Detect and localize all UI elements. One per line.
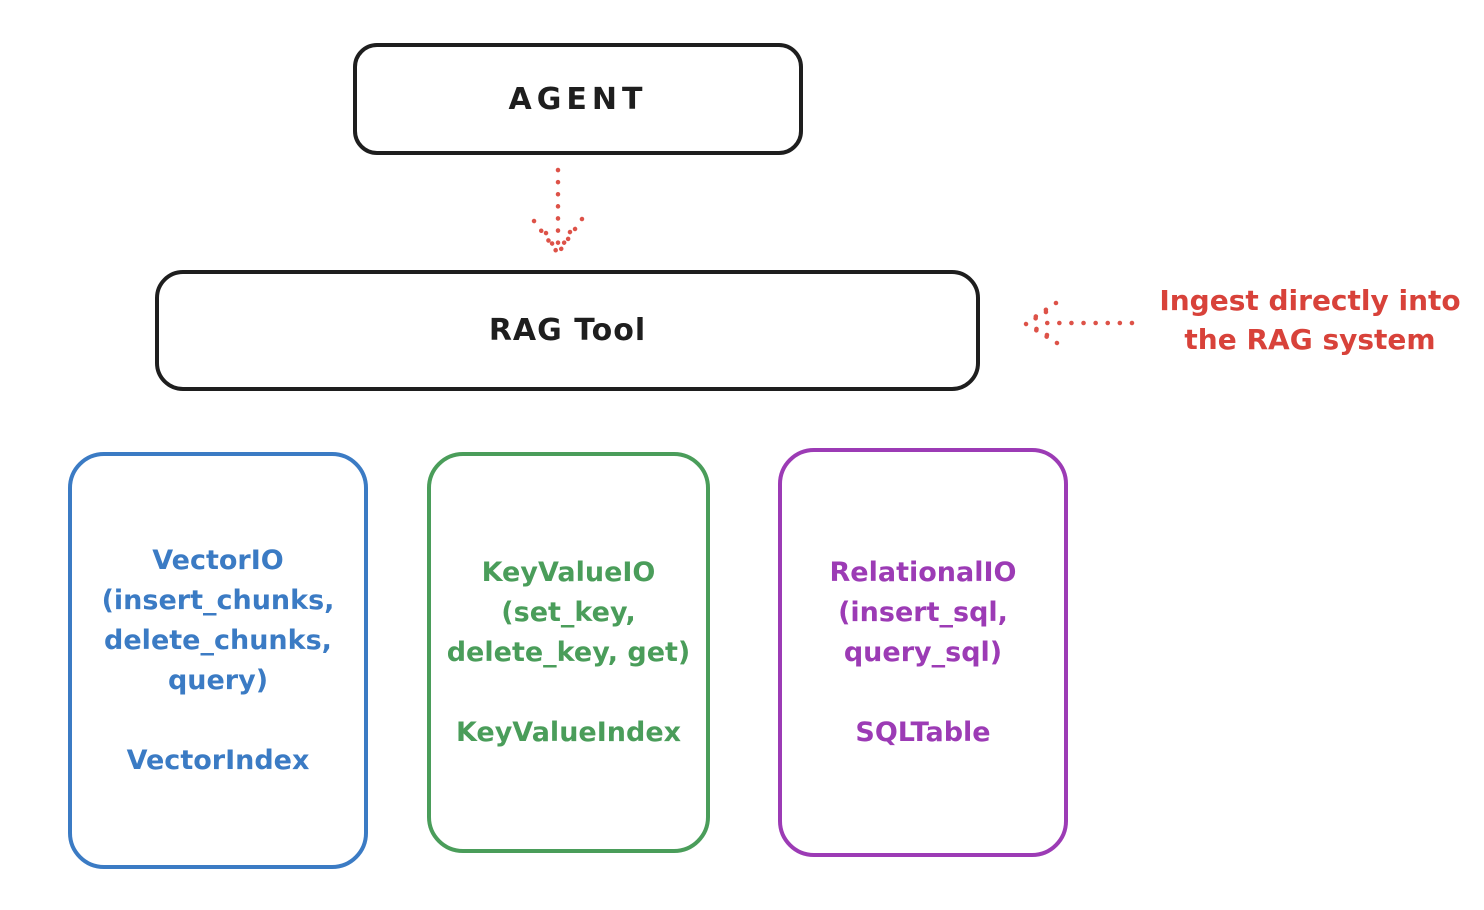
vector-io-line: query)	[167, 664, 269, 696]
vector-io-line: (insert_chunks,	[101, 584, 335, 616]
vector-index-label: VectorIndex	[126, 744, 310, 776]
agent-node: AGENT	[353, 43, 803, 155]
vector-io-box: VectorIO (insert_chunks, delete_chunks, …	[68, 452, 368, 869]
agent-node-label: AGENT	[508, 81, 648, 117]
keyvalue-io-line: (set_key,	[501, 596, 636, 628]
relational-io-line: query_sql)	[843, 636, 1003, 668]
relational-io-box: RelationalIO (insert_sql, query_sql) SQL…	[778, 448, 1068, 857]
ingest-annotation-line1: Ingest directly into	[1159, 284, 1461, 317]
keyvalue-io-box: KeyValueIO (set_key, delete_key, get) Ke…	[427, 452, 710, 853]
dotted-arrow-down-icon	[531, 167, 585, 255]
ingest-annotation-line2: the RAG system	[1184, 323, 1436, 356]
relational-io-line: RelationalIO	[829, 556, 1017, 588]
ingest-annotation: Ingest directly into the RAG system	[1140, 281, 1480, 359]
rag-tool-node-label: RAG Tool	[488, 313, 647, 348]
dotted-arrow-left-icon	[1023, 300, 1135, 346]
relational-io-line: (insert_sql,	[838, 596, 1008, 628]
keyvalue-index-label: KeyValueIndex	[455, 716, 682, 748]
keyvalue-io-line: delete_key, get)	[446, 636, 691, 668]
vector-io-line: delete_chunks,	[104, 624, 332, 656]
rag-tool-node: RAG Tool	[155, 270, 980, 391]
sql-table-label: SQLTable	[855, 716, 991, 748]
vector-io-line: VectorIO	[152, 544, 284, 576]
keyvalue-io-line: KeyValueIO	[481, 556, 656, 588]
